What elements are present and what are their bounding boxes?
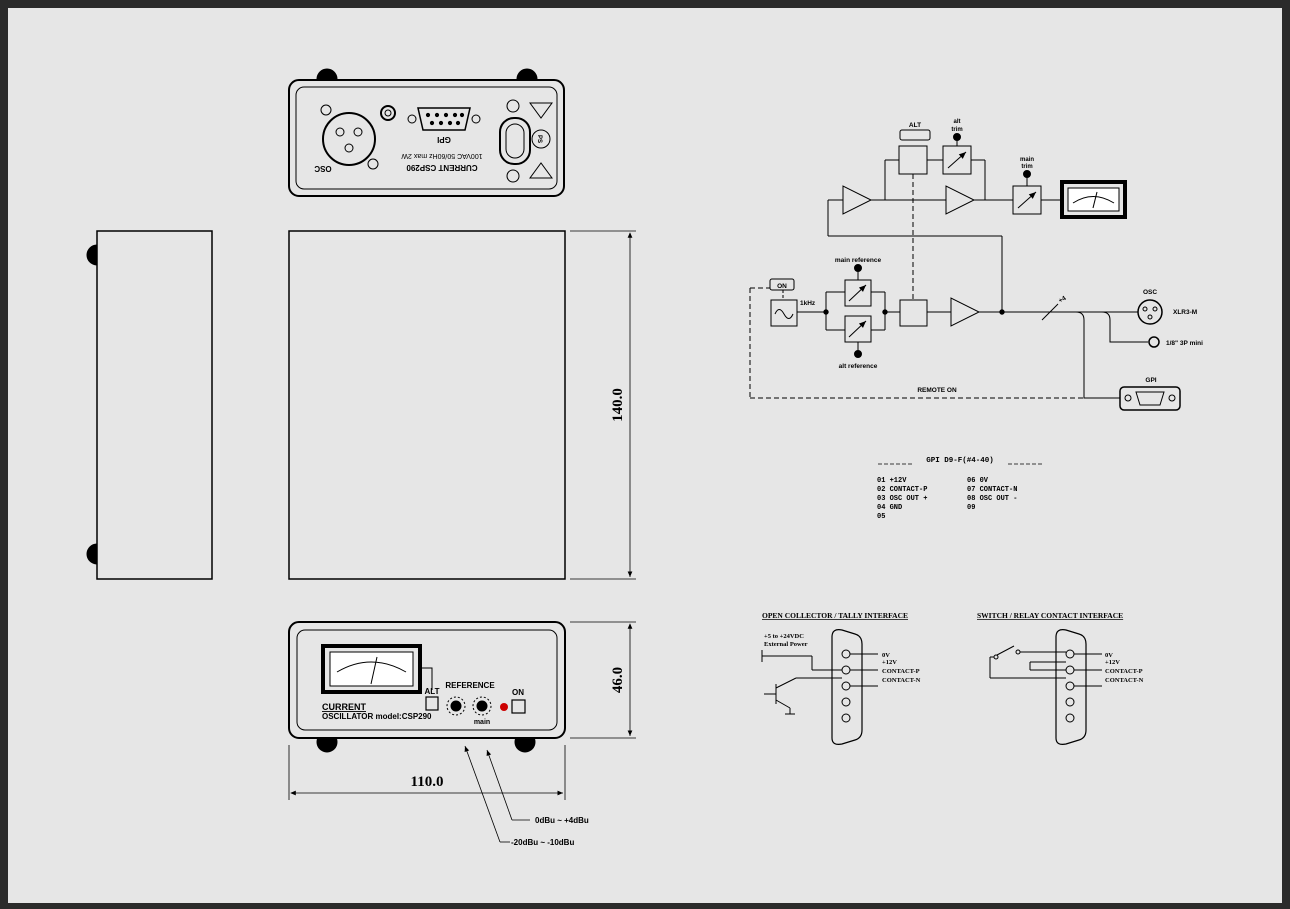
on-button-block — [769, 278, 795, 291]
sr-pin: 0V — [1105, 652, 1113, 659]
xlr-connector — [322, 112, 376, 166]
oc-pin: 0V — [882, 652, 890, 659]
front-height-dimension: 46.0 — [610, 667, 626, 693]
bd-freq-label: 1kHz — [800, 300, 816, 307]
vu-meter — [321, 644, 422, 694]
front-main-label: main — [474, 719, 490, 726]
d9-connector — [417, 107, 471, 131]
bd-mini-label: 1/8" 3P mini — [1166, 340, 1203, 347]
gpi-pin-right: 08 OSC OUT - — [967, 495, 1017, 503]
oc-title: OPEN COLLECTOR / TALLY INTERFACE — [762, 611, 908, 620]
main-level-callout: 0dBu ~ +4dBu — [535, 816, 589, 825]
sr-title: SWITCH / RELAY CONTACT INTERFACE — [977, 611, 1123, 620]
main-reference-knob — [476, 700, 488, 712]
switch-relay-interface — [989, 629, 1102, 745]
on-switch — [511, 699, 526, 714]
rear-power-label: 100VAC 50/60Hz max 2W — [401, 152, 483, 159]
front-width-dimension: 110.0 — [411, 774, 444, 790]
front-alt-label: ALT — [425, 687, 440, 696]
gpi-pinout-table: GPI D9-F(#4-40) 01 +12V 02 CONTACT-P 03 … — [877, 457, 1044, 521]
side-view — [86, 230, 213, 580]
oscillator-block — [770, 299, 798, 327]
rear-panel-labels: GPI CURRENT CSP290 100VAC 50/60Hz max 2W… — [314, 135, 542, 173]
meter-block — [1060, 180, 1127, 219]
gpi-pin-right: 07 CONTACT-N — [967, 486, 1017, 494]
gpi-pin-right: 06 0V — [967, 477, 989, 485]
oc-power-2: External Power — [764, 641, 808, 648]
bd-on-label: ON — [777, 283, 787, 290]
bd-main-trim-1: main — [1020, 157, 1034, 163]
alt-level-callout: -20dBu ~ -10dBu — [511, 838, 574, 847]
gpi-pin-left: 03 OSC OUT + — [877, 495, 927, 503]
bd-osc-label: OSC — [1143, 289, 1157, 296]
front-brand: CURRENT — [322, 702, 367, 712]
oc-pin: CONTACT-P — [882, 668, 920, 675]
sr-pin: CONTACT-N — [1105, 677, 1144, 684]
rear-gpi-label: GPI — [437, 135, 451, 144]
gpi-pin-left: 04 GND — [877, 504, 902, 512]
gpi-table-title: GPI D9-F(#4-40) — [926, 457, 994, 465]
bd-level-marker: +4 — [1058, 295, 1068, 305]
front-reference-label: REFERENCE — [445, 681, 495, 690]
oc-power-1: +5 to +24VDC — [764, 633, 804, 640]
alt-button-block — [899, 129, 931, 141]
open-collector-interface — [761, 629, 878, 745]
oc-pin: CONTACT-N — [882, 677, 921, 684]
output-amp — [950, 297, 981, 327]
sr-pin: +12V — [1105, 659, 1120, 666]
front-panel-view — [288, 621, 636, 843]
sr-pin: CONTACT-P — [1105, 668, 1143, 675]
gpi-pin-left: 05 — [877, 513, 885, 521]
power-inlet — [499, 117, 531, 165]
bd-xlr-label: XLR3-M — [1173, 309, 1197, 316]
reference-switch-block — [899, 299, 928, 327]
bd-alt-label: ALT — [909, 122, 921, 129]
rear-model-label: CURRENT CSP290 — [406, 163, 478, 172]
bd-main-trim-2: trim — [1021, 164, 1032, 170]
drawing-frame — [8, 8, 1282, 903]
oc-pin: +12V — [882, 659, 897, 666]
xlr-output-symbol — [1137, 299, 1163, 325]
bd-alt-reference: alt reference — [839, 363, 878, 370]
bd-main-reference: main reference — [835, 257, 882, 264]
front-model: OSCILLATOR model:CSP290 — [322, 712, 432, 721]
rear-ps-label: PS — [536, 135, 542, 143]
alt-reference-knob — [450, 700, 462, 712]
bd-alt-trim-1: alt — [953, 119, 960, 125]
mini-jack — [380, 105, 396, 121]
top-view — [288, 230, 636, 580]
bd-alt-trim-2: trim — [951, 127, 962, 133]
block-diagram — [749, 129, 1181, 411]
rear-panel-view — [288, 68, 565, 197]
gpi-pin-left: 01 +12V — [877, 477, 907, 485]
alt-switch — [425, 696, 439, 711]
bd-gpi-label: GPI — [1145, 377, 1156, 384]
gpi-connector-symbol — [1119, 386, 1181, 411]
bd-remote-label: REMOTE ON — [917, 387, 957, 394]
top-height-dimension: 140.0 — [610, 388, 626, 422]
on-led — [500, 703, 508, 711]
rear-osc-label: OSC — [314, 164, 332, 173]
front-on-label: ON — [512, 688, 524, 697]
gpi-pin-left: 02 CONTACT-P — [877, 486, 927, 494]
gpi-pin-right: 09 — [967, 504, 975, 512]
block-diagram-labels: ALT alt trim main trim ON 1kHz main refe… — [777, 119, 1203, 394]
